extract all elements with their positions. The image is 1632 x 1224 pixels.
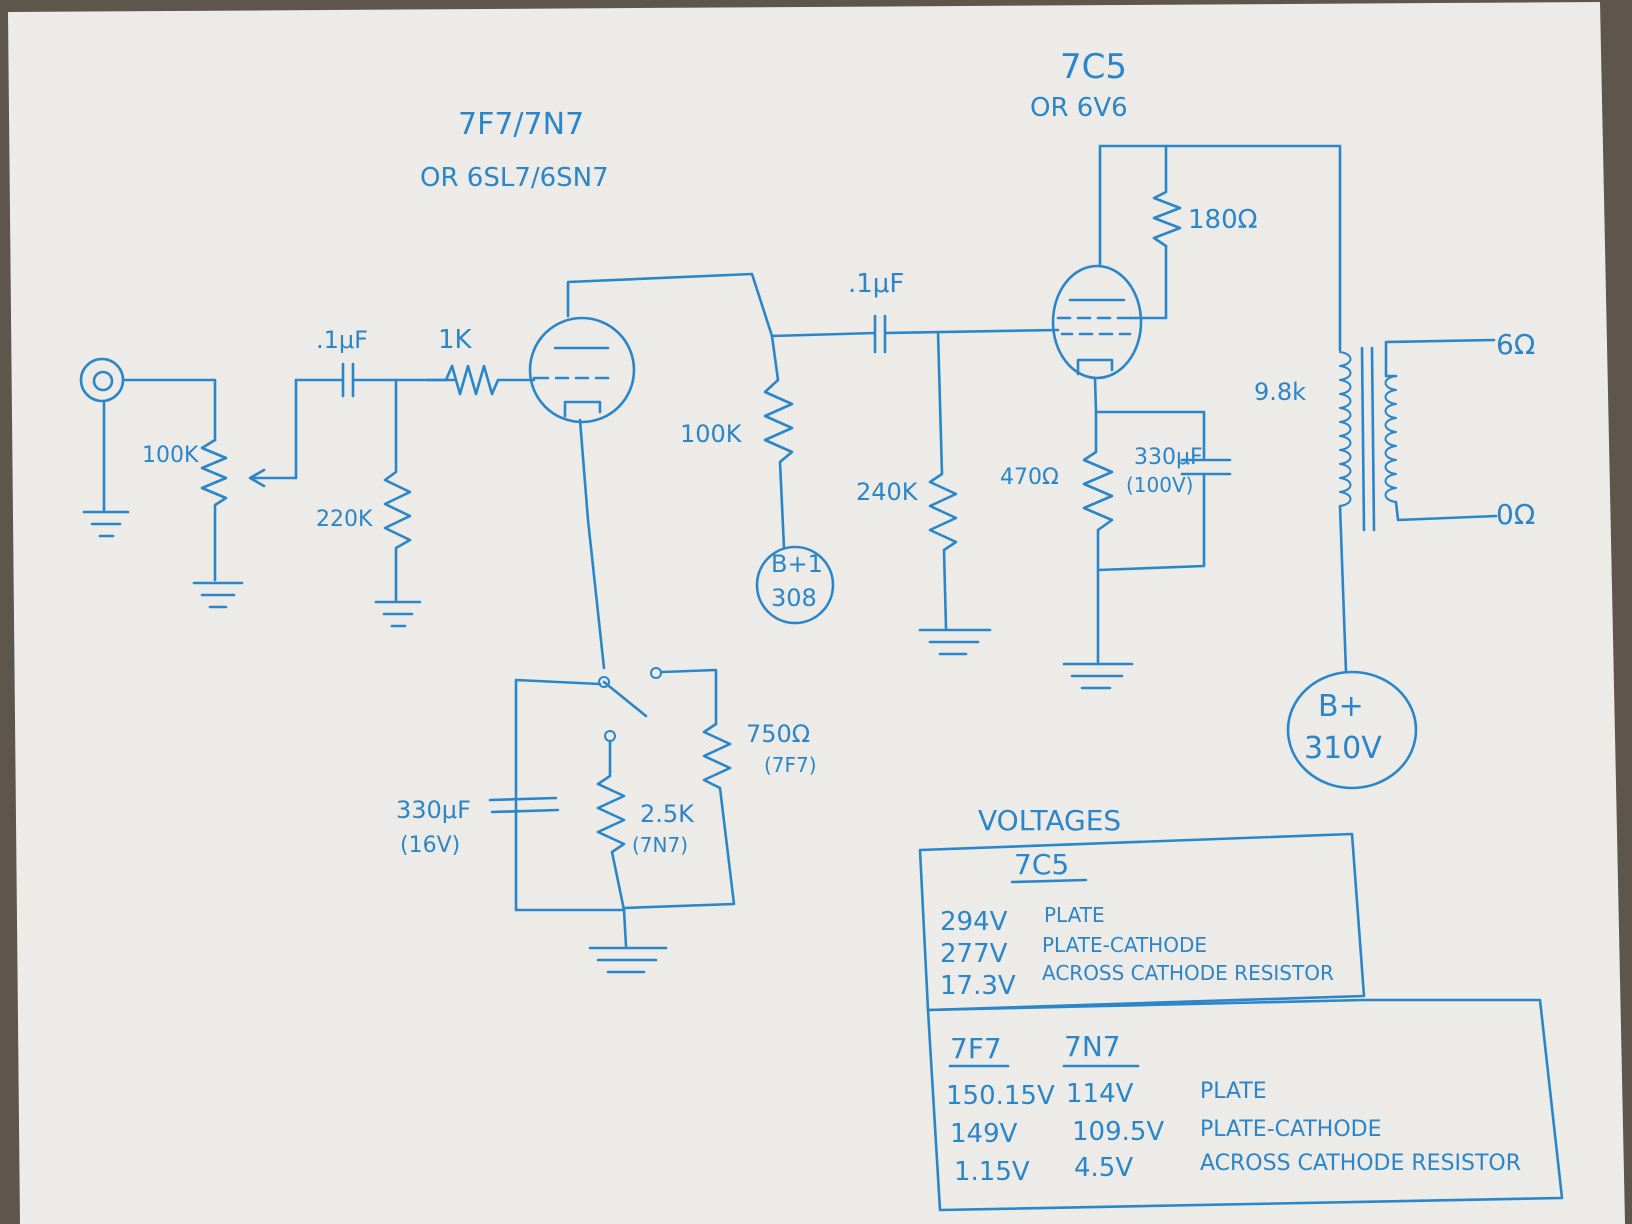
plate-resistor bbox=[763, 334, 794, 550]
bplus-node bbox=[1286, 670, 1418, 790]
voltages-box-7f7-7n7 bbox=[926, 998, 1564, 1212]
v7f7-row2: 149V bbox=[950, 1119, 1018, 1149]
preamp-tube bbox=[528, 272, 774, 670]
resistor-7f7-label: 750Ω bbox=[746, 720, 810, 748]
tube1-name: 7F7/7N7 bbox=[458, 107, 584, 142]
vtube1-row1-label: PLATE bbox=[1200, 1079, 1267, 1104]
resistor-7n7-note: (7N7) bbox=[632, 833, 688, 857]
bplus-voltage: 310V bbox=[1304, 731, 1382, 766]
resistor-7f7 bbox=[622, 722, 736, 910]
screen-resistor-label: 180Ω bbox=[1188, 205, 1258, 235]
grid-stopper-label: 1K bbox=[438, 325, 473, 355]
tube2-name: 7C5 bbox=[1060, 47, 1127, 87]
resistor-7n7-label: 2.5K bbox=[640, 800, 695, 828]
output-grid-leak-resistor bbox=[918, 330, 992, 656]
v7n7-row3: 4.5V bbox=[1074, 1153, 1133, 1183]
grid-stopper-resistor bbox=[426, 364, 536, 396]
ground-symbol bbox=[588, 908, 668, 974]
ground-symbol bbox=[82, 510, 130, 538]
vtube1-row2-label: PLATE-CATHODE bbox=[1200, 1117, 1382, 1142]
voltages-7c5-heading: 7C5 bbox=[1014, 848, 1069, 881]
vtube1-row3-label: ACROSS CATHODE RESISTOR bbox=[1200, 1151, 1521, 1176]
grid-leak-label: 220K bbox=[316, 507, 373, 532]
v7c5-row3-value: 17.3V bbox=[940, 971, 1016, 1001]
ground-symbol bbox=[1062, 662, 1134, 690]
screen-resistor bbox=[1152, 144, 1182, 248]
bplus-label: B+ bbox=[1318, 689, 1364, 724]
v7n7-row1: 114V bbox=[1066, 1079, 1134, 1109]
tube1-alt: OR 6SL7/6SN7 bbox=[420, 163, 609, 193]
v7c5-row1-value: 294V bbox=[940, 907, 1008, 937]
v7n7-row2: 109.5V bbox=[1072, 1117, 1164, 1147]
cathode-bypass-capacitor bbox=[1094, 410, 1232, 572]
bypass-cap-rating: (16V) bbox=[400, 833, 460, 858]
output-grid-leak-label: 240K bbox=[856, 478, 919, 506]
input-capacitor bbox=[294, 362, 456, 398]
paper-sheet bbox=[8, 2, 1625, 1224]
voltages-7n7-heading: 7N7 bbox=[1064, 1030, 1121, 1063]
voltages-box-7c5 bbox=[918, 832, 1366, 1012]
grid-leak-resistor bbox=[374, 378, 422, 628]
bplus1-node bbox=[755, 545, 835, 625]
v7c5-row3-label: ACROSS CATHODE RESISTOR bbox=[1042, 961, 1334, 985]
power-tube bbox=[1051, 144, 1342, 414]
cathode-cap-label: 330μF bbox=[1134, 445, 1203, 470]
v7c5-row2-value: 277V bbox=[940, 939, 1008, 969]
voltages-title: VOLTAGES bbox=[978, 804, 1121, 837]
v7f7-row3: 1.15V bbox=[954, 1157, 1030, 1187]
output-transformer bbox=[1338, 338, 1498, 674]
voltages-7f7-heading: 7F7 bbox=[950, 1032, 1002, 1065]
input-pot-label: 100K bbox=[142, 443, 199, 468]
cathode-resistor-label: 470Ω bbox=[1000, 465, 1059, 490]
tube2-alt: OR 6V6 bbox=[1030, 93, 1128, 123]
plate-resistor-label: 100K bbox=[680, 420, 743, 448]
v7f7-row1: 150.15V bbox=[946, 1081, 1055, 1111]
ground-symbol bbox=[192, 581, 244, 609]
bypass-cap-label: 330μF bbox=[396, 796, 471, 824]
tap-0ohm-label: 0Ω bbox=[1496, 498, 1535, 531]
transformer-primary-label: 9.8k bbox=[1254, 378, 1306, 406]
input-jack bbox=[79, 357, 217, 512]
cathode-selector-switch bbox=[514, 667, 718, 912]
v7c5-row1-label: PLATE bbox=[1044, 903, 1105, 927]
bypass-capacitor bbox=[488, 796, 560, 814]
coupling-cap-label: .1μF bbox=[848, 269, 904, 299]
cathode-resistor bbox=[1082, 410, 1114, 666]
bplus1-voltage: 308 bbox=[771, 584, 817, 612]
input-cap-label: .1μF bbox=[316, 326, 368, 354]
input-potentiometer bbox=[200, 378, 298, 582]
resistor-7f7-note: (7F7) bbox=[764, 753, 817, 777]
bplus1-label: B+1 bbox=[771, 550, 823, 578]
tap-6ohm-label: 6Ω bbox=[1496, 328, 1535, 361]
v7c5-row2-label: PLATE-CATHODE bbox=[1042, 933, 1207, 957]
cathode-cap-rating: (100V) bbox=[1126, 473, 1193, 497]
coupling-capacitor bbox=[770, 314, 1060, 354]
